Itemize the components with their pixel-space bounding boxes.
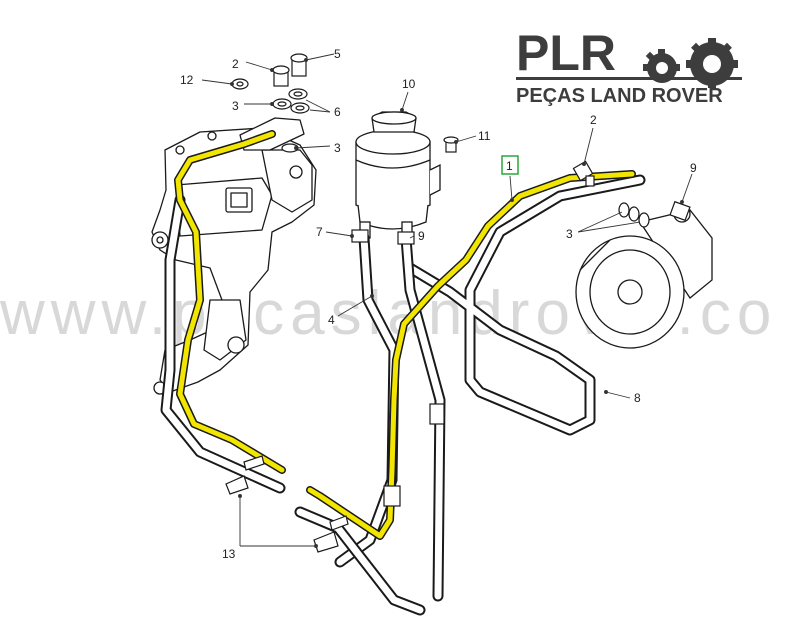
gear-icon xyxy=(643,38,738,88)
callout-6: 6 xyxy=(334,105,341,119)
callout-9: 9 xyxy=(690,161,697,175)
callout-4: 4 xyxy=(328,313,335,327)
callout-5: 5 xyxy=(334,47,341,61)
logo-brand: PLR xyxy=(516,25,616,81)
callout-3: 3 xyxy=(232,99,239,113)
callout-3: 3 xyxy=(334,141,341,155)
plr-logo: PLR PEÇAS LAND ROVER xyxy=(516,25,742,107)
logo-tagline: PEÇAS LAND ROVER xyxy=(516,85,723,107)
banjo-fittings xyxy=(231,53,310,153)
callout-13: 13 xyxy=(222,547,236,561)
callout-7: 7 xyxy=(316,225,323,239)
callout-3: 3 xyxy=(566,227,573,241)
pressure-hose-highlight xyxy=(174,130,636,540)
callout-labels: 1 2 2 3 3 3 4 5 6 7 8 9 9 10 11 12 13 xyxy=(180,47,697,561)
callout-10: 10 xyxy=(402,77,416,91)
fluid-reservoir xyxy=(355,111,441,239)
hose-fittings xyxy=(225,136,691,553)
steering-box xyxy=(151,117,317,395)
callout-2: 2 xyxy=(590,113,597,127)
callout-box xyxy=(501,155,519,175)
callout-2: 2 xyxy=(232,57,239,71)
steering-pump xyxy=(575,205,713,349)
callout-9: 9 xyxy=(418,229,425,243)
callout-leaders xyxy=(201,53,693,548)
callout-11: 11 xyxy=(478,129,491,143)
callout-8: 8 xyxy=(634,391,641,405)
callout-12: 12 xyxy=(180,73,194,87)
callout-1: 1 xyxy=(506,159,513,173)
